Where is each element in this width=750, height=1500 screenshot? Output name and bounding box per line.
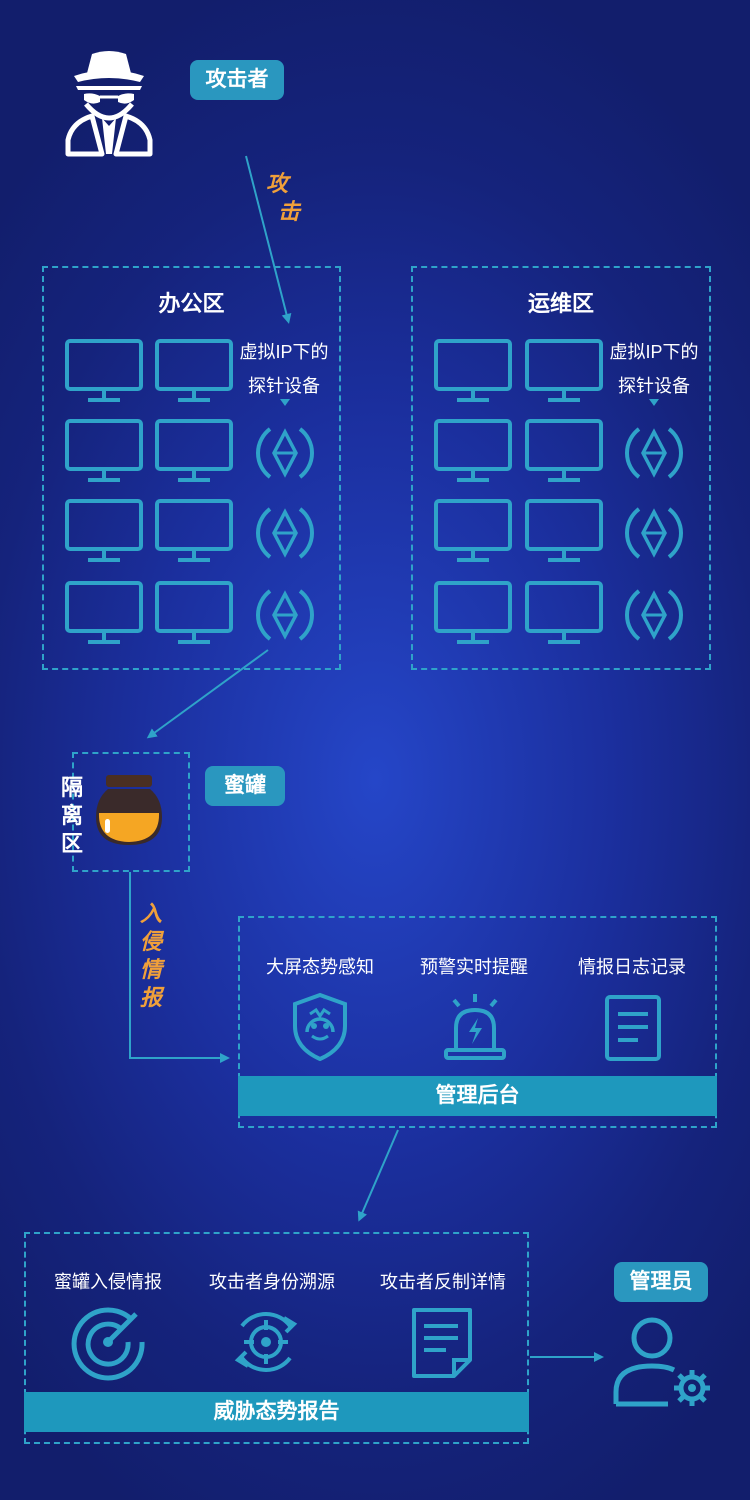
admin-user-gear-icon (613, 1317, 710, 1407)
monitor-icon (154, 338, 234, 404)
report-feature-label: 攻击者身份溯源 (209, 1272, 335, 1292)
isolation-zone (72, 752, 190, 872)
probe-icon (250, 580, 320, 650)
isolation-label-3: 区 (60, 831, 83, 856)
backend-feature-label: 情报日志记录 (578, 957, 686, 977)
log-document-icon (605, 995, 661, 1061)
attack-label-1: 攻 (266, 171, 289, 196)
office-probe-arrow (280, 399, 290, 406)
monitor-icon (433, 338, 513, 404)
report-bar: 威胁态势报告 (24, 1392, 529, 1432)
ops-probe-label-line2: 探针设备 (618, 376, 690, 396)
monitor-icon (433, 418, 513, 484)
intrusion-label-1: 入 (140, 901, 163, 926)
monitor-icon (524, 580, 604, 646)
office-probe-label-line2: 探针设备 (248, 376, 320, 396)
report-document-icon (412, 1308, 472, 1378)
probe-icon (619, 418, 689, 488)
monitor-icon (154, 498, 234, 564)
honeypot-tag: 蜜罐 (205, 766, 285, 806)
isolation-label-2: 离 (60, 803, 83, 828)
monitor-icon (64, 498, 144, 564)
office-probe-label-line1: 虚拟IP下的 (239, 342, 329, 362)
report-feature-label: 攻击者反制详情 (380, 1272, 506, 1292)
ops-title: 运维区 (527, 291, 594, 316)
attacker-tag: 攻击者 (190, 60, 284, 100)
intrusion-label-4: 报 (140, 985, 163, 1010)
probe-icon (619, 498, 689, 568)
monitor-icon (524, 418, 604, 484)
monitor-icon (524, 498, 604, 564)
admin-tag: 管理员 (614, 1262, 708, 1302)
report-panel (24, 1232, 529, 1444)
monitor-icon (154, 580, 234, 646)
ops-zone (411, 266, 711, 670)
isolation-label-1: 隔 (60, 775, 83, 800)
ops-probe-arrow (649, 399, 659, 406)
probe-icon (250, 418, 320, 488)
alarm-icon (444, 994, 506, 1060)
intrusion-label-3: 情 (140, 957, 163, 982)
monitor-icon (433, 498, 513, 564)
monitor-icon (64, 580, 144, 646)
office-title: 办公区 (158, 291, 225, 316)
probe-icon (619, 580, 689, 650)
attack-label-2: 击 (278, 199, 301, 224)
intrusion-label-2: 侵 (140, 929, 163, 954)
backend-panel (238, 916, 717, 1128)
monitor-icon (524, 338, 604, 404)
probe-icon (250, 498, 320, 568)
radar-icon (71, 1307, 145, 1381)
spy-icon (65, 51, 153, 157)
shield-monitor-icon (293, 992, 347, 1062)
monitor-icon (64, 338, 144, 404)
monitor-icon (64, 418, 144, 484)
honey-jar-icon (96, 775, 162, 845)
ops-probe-label-line1: 虚拟IP下的 (609, 342, 699, 362)
office-zone (42, 266, 341, 670)
monitor-icon (154, 418, 234, 484)
report-feature-label: 蜜罐入侵情报 (54, 1272, 162, 1292)
backend-bar: 管理后台 (238, 1076, 717, 1116)
backend-feature-label: 大屏态势感知 (266, 957, 374, 977)
backend-feature-label: 预警实时提醒 (420, 957, 528, 977)
target-trace-icon (234, 1312, 298, 1372)
monitor-icon (433, 580, 513, 646)
